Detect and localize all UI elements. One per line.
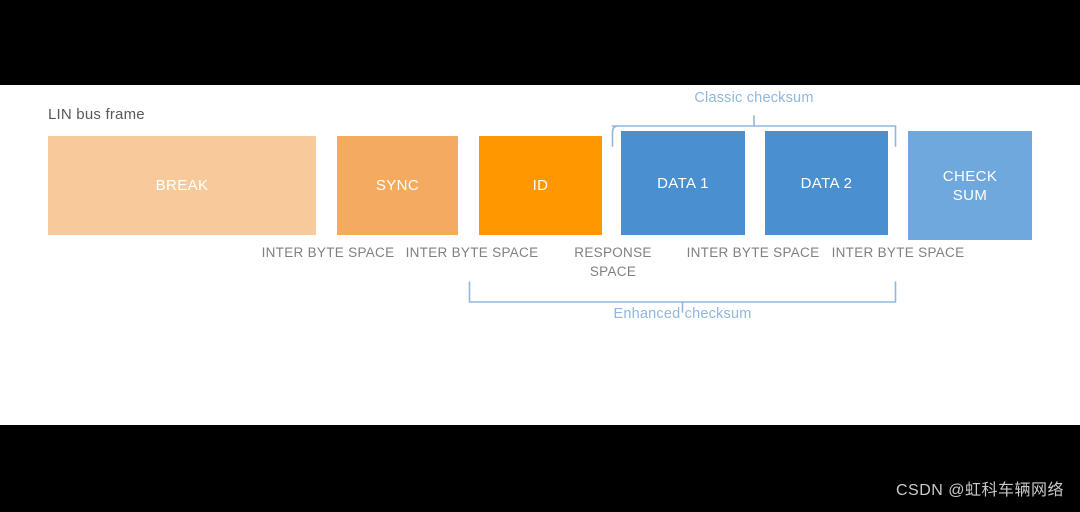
space-label: INTER BYTE SPACE <box>831 245 965 260</box>
watermark-text: CSDN @虹科车辆网络 <box>895 482 1064 499</box>
enhanced-checksum-bracket <box>468 281 897 313</box>
space-label: INTER BYTE SPACE <box>405 245 539 260</box>
classic-checksum-bracket-shape <box>611 115 897 147</box>
space-label: INTER BYTE SPACE <box>686 245 820 260</box>
frame-block-check-sum: CHECK SUM <box>908 131 1032 240</box>
page-title: LIN bus frame <box>48 106 145 123</box>
enhanced-checksum-label: Enhanced checksum <box>613 306 752 322</box>
classic-checksum-bracket <box>611 115 897 147</box>
space-label: INTER BYTE SPACE <box>261 245 395 260</box>
space-label: RESPONSE SPACE <box>574 245 652 279</box>
frame-block-data-1: DATA 1 <box>621 131 745 235</box>
classic-checksum-label: Classic checksum <box>694 90 814 106</box>
enhanced-checksum-bracket-shape <box>468 281 897 313</box>
frame-block-break: BREAK <box>48 136 316 235</box>
frame-block-sync: SYNC <box>337 136 458 235</box>
frame-block-id: ID <box>479 136 602 235</box>
frame-block-data-2: DATA 2 <box>765 131 888 235</box>
